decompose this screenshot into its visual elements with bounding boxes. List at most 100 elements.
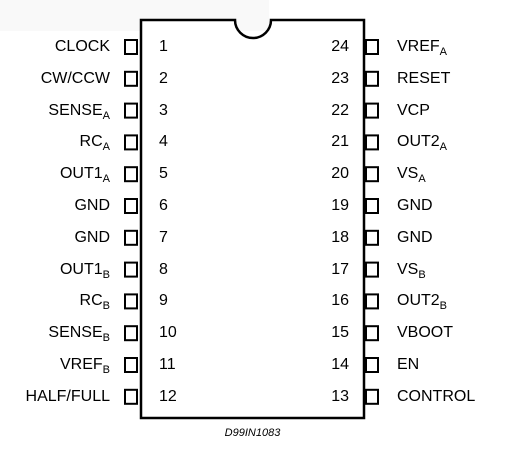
pin-name-text: CLOCK bbox=[54, 38, 110, 55]
pin-name-subscript: B bbox=[439, 300, 448, 313]
pin-23-lead bbox=[365, 70, 379, 87]
pin-2-number: 2 bbox=[159, 69, 168, 87]
pin-name-subscript: A bbox=[102, 173, 110, 186]
pin-4-number: 4 bbox=[159, 133, 168, 151]
pin-1-number: 1 bbox=[159, 38, 168, 55]
pin-13-lead bbox=[365, 388, 379, 405]
pin-name-subscript: B bbox=[102, 268, 110, 281]
pin-22-lead bbox=[365, 102, 379, 119]
pin-17-name: VSB bbox=[397, 260, 426, 281]
pin-name-subscript: B bbox=[102, 332, 110, 345]
pin-5-lead bbox=[124, 166, 138, 183]
pin-18-number: 18 bbox=[331, 228, 349, 246]
pin-18-lead bbox=[365, 229, 379, 246]
pin-10-name: SENSEB bbox=[48, 324, 110, 345]
pin-7-name: GND bbox=[74, 229, 110, 247]
pin-13-number: 13 bbox=[331, 387, 349, 405]
pin-name-text: EN bbox=[397, 356, 420, 373]
pin-4-lead bbox=[124, 134, 138, 151]
pin-name-text: SENSE bbox=[48, 101, 103, 119]
pin-1-lead bbox=[124, 39, 138, 55]
pin-19-name: GND bbox=[397, 197, 433, 215]
pin-17-lead bbox=[365, 261, 379, 278]
pin-15-name: VBOOT bbox=[397, 324, 453, 342]
pin-20-number: 20 bbox=[331, 165, 349, 183]
pin-name-text: OUT2 bbox=[397, 292, 440, 310]
pin-21-number: 21 bbox=[331, 133, 349, 151]
pin-name-text: SENSE bbox=[48, 324, 103, 342]
pin-8-number: 8 bbox=[159, 260, 168, 278]
pin-11-name: VREFB bbox=[59, 356, 110, 376]
pin-6-name: GND bbox=[74, 197, 110, 215]
pin-6-number: 6 bbox=[159, 197, 168, 214]
pin-17-number: 17 bbox=[331, 260, 349, 278]
pin-name-text: OUT1 bbox=[59, 165, 103, 183]
diagram-code: D99IN1083 bbox=[224, 427, 281, 439]
pin-name-subscript: A bbox=[102, 109, 110, 122]
pin-name-text: VREF bbox=[397, 38, 440, 55]
pin-5-number: 5 bbox=[159, 165, 168, 183]
pin-15-number: 15 bbox=[331, 324, 349, 342]
pin-8-lead bbox=[124, 261, 138, 278]
pin-name-text: VS bbox=[397, 165, 419, 183]
pin-6-lead bbox=[124, 198, 138, 214]
pin-name-text: HALF/FULL bbox=[25, 387, 110, 405]
pin-22-name: VCP bbox=[397, 102, 430, 120]
pin-name-subscript: A bbox=[439, 141, 448, 154]
pin-name-subscript: A bbox=[418, 173, 426, 186]
pin-24-number: 24 bbox=[331, 38, 349, 55]
pin-10-lead bbox=[124, 325, 138, 342]
pin-7-number: 7 bbox=[159, 228, 168, 246]
pin-12-lead bbox=[124, 388, 138, 405]
pin-boxes bbox=[124, 39, 379, 405]
pin-22-number: 22 bbox=[331, 101, 349, 119]
pin-name-text: OUT1 bbox=[59, 260, 103, 278]
pin-21-name: OUT2A bbox=[397, 133, 448, 154]
pin-21-lead bbox=[365, 134, 379, 151]
pin-name-text: OUT2 bbox=[397, 133, 440, 151]
pin-23-number: 23 bbox=[331, 69, 349, 87]
pin-12-name: HALF/FULL bbox=[26, 388, 110, 406]
pin-name-text: VS bbox=[397, 260, 419, 278]
pin-9-number: 9 bbox=[159, 292, 168, 310]
pin-name-subscript: B bbox=[102, 300, 110, 313]
pin-9-lead bbox=[124, 293, 138, 310]
pin-20-lead bbox=[365, 166, 379, 183]
pin-name-text: GND bbox=[74, 228, 110, 246]
pin-18-name: GND bbox=[397, 229, 433, 247]
pin-name-text: VBOOT bbox=[397, 324, 454, 342]
pin-name-text: CW/CCW bbox=[40, 69, 110, 87]
pin-24-name: VREFA bbox=[397, 38, 448, 58]
pin-name-subscript: A bbox=[439, 46, 448, 58]
pin-14-name: EN bbox=[397, 356, 419, 374]
pin-name-text: GND bbox=[74, 197, 110, 214]
pin-19-lead bbox=[365, 198, 379, 214]
pin-14-number: 14 bbox=[331, 356, 349, 373]
pin-10-number: 10 bbox=[159, 324, 177, 342]
pin-9-name: RCB bbox=[80, 292, 110, 313]
pin-4-name: RCA bbox=[79, 133, 110, 154]
pin-16-lead bbox=[365, 293, 379, 310]
pin-8-name: OUT1B bbox=[59, 260, 110, 281]
pin-16-number: 16 bbox=[331, 292, 349, 310]
pin-7-lead bbox=[124, 229, 138, 246]
chip-body bbox=[139, 18, 366, 420]
pin-11-lead bbox=[124, 357, 138, 373]
pin-name-subscript: A bbox=[102, 141, 110, 154]
pin-23-name: RESET bbox=[397, 70, 450, 88]
pin-name-text: GND bbox=[397, 228, 433, 246]
pin-16-name: OUT2B bbox=[397, 292, 448, 313]
pin-3-lead bbox=[124, 102, 138, 119]
pin-name-text: VREF bbox=[59, 356, 103, 373]
pin-name-text: VCP bbox=[397, 101, 430, 119]
pin-15-lead bbox=[365, 325, 379, 342]
pin-12-number: 12 bbox=[159, 387, 177, 405]
pin-name-text: GND bbox=[397, 197, 433, 214]
pin-name-text: RESET bbox=[397, 69, 451, 87]
pin-name-text: RC bbox=[79, 133, 103, 151]
pin-3-name: SENSEA bbox=[48, 101, 110, 122]
pin-2-name: CW/CCW bbox=[41, 70, 110, 88]
pin-name-subscript: B bbox=[418, 268, 426, 281]
pin-11-number: 11 bbox=[159, 356, 176, 373]
